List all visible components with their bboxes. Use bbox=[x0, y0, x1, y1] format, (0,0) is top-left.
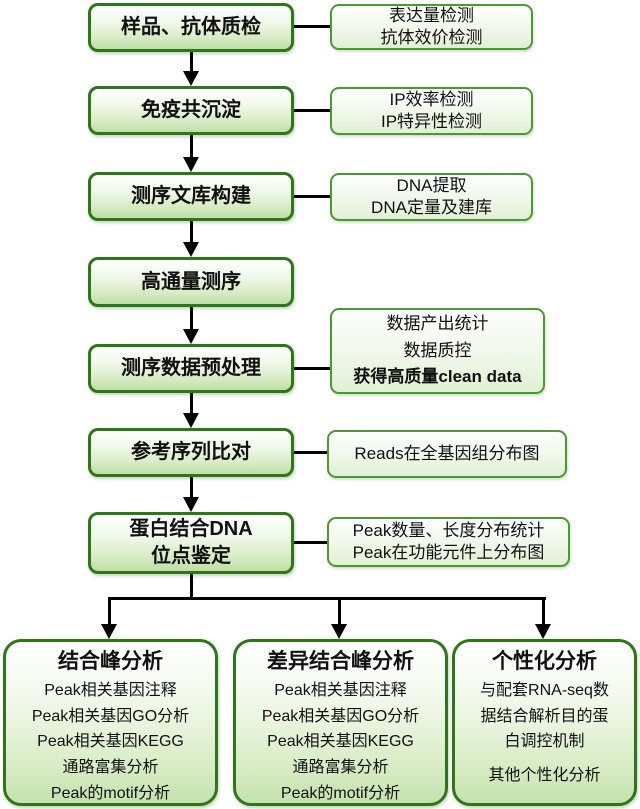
arrow-down-icon bbox=[183, 413, 199, 428]
step-binding-site-identification: 蛋白结合DNA 位点鉴定 bbox=[88, 512, 294, 574]
flow-arrow-line bbox=[190, 307, 193, 330]
note-reads-distribution: Reads在全基因组分布图 bbox=[327, 430, 567, 478]
step-label-line1: 蛋白结合DNA bbox=[129, 518, 253, 540]
note-line: DNA定量及建库 bbox=[371, 198, 492, 217]
arrow-down-icon bbox=[183, 329, 199, 344]
connector-line bbox=[294, 109, 330, 112]
branch-custom-analysis: 个性化分析 与配套RNA-seq数 据结合解析目的蛋 白调控机制 其他个性化分析 bbox=[452, 639, 637, 806]
note-line: Peak在功能元件上分布图 bbox=[352, 543, 545, 562]
arrow-down-icon bbox=[535, 624, 551, 639]
branch-title: 结合峰分析 bbox=[58, 650, 163, 673]
step-co-immunoprecipitation: 免疫共沉淀 bbox=[88, 86, 294, 135]
arrow-down-icon bbox=[183, 71, 199, 86]
step-data-preprocessing: 测序数据预处理 bbox=[88, 344, 294, 393]
branch-item: 与配套RNA-seq数 bbox=[480, 682, 609, 700]
branch-stem-line bbox=[190, 574, 193, 599]
step-label: 样品、抗体质检 bbox=[121, 16, 261, 38]
connector-line bbox=[294, 25, 330, 28]
flow-arrow-line bbox=[190, 393, 193, 414]
note-line-clean-data: 获得高质量clean data bbox=[353, 367, 522, 387]
note-line: Reads在全基因组分布图 bbox=[354, 443, 540, 463]
branch-horizontal-line bbox=[109, 597, 546, 600]
branch-item: Peak相关基因KEGG bbox=[267, 733, 414, 751]
step-high-throughput-sequencing: 高通量测序 bbox=[88, 257, 294, 307]
note-data-qc: 数据产出统计 数据质控 获得高质量clean data bbox=[330, 308, 545, 394]
flow-arrow-line bbox=[190, 135, 193, 158]
flow-arrow-line bbox=[190, 221, 193, 243]
branch-title: 差异结合峰分析 bbox=[267, 650, 414, 673]
step-label: 测序数据预处理 bbox=[121, 357, 261, 379]
branch-drop-line bbox=[338, 597, 341, 626]
connector-line bbox=[294, 195, 330, 198]
branch-item: 通路富集分析 bbox=[292, 759, 389, 777]
connector-line bbox=[294, 451, 327, 454]
step-label: 参考序列比对 bbox=[131, 441, 251, 463]
note-line: DNA提取 bbox=[396, 175, 467, 195]
step-label: 高通量测序 bbox=[141, 270, 241, 293]
connector-line bbox=[294, 541, 327, 544]
branch-item: Peak相关基因KEGG bbox=[37, 733, 184, 751]
note-line: 数据质控 bbox=[403, 340, 472, 360]
branch-drop-line bbox=[108, 597, 111, 626]
branch-item: 其他个性化分析 bbox=[488, 767, 601, 785]
step-label: 测序文库构建 bbox=[131, 185, 251, 207]
branch-item: Peak的motif分析 bbox=[280, 784, 401, 802]
note-line: 表达量检测 bbox=[389, 5, 474, 25]
step-label-line2: 位点鉴定 bbox=[151, 545, 231, 567]
branch-item: 通路富集分析 bbox=[62, 759, 159, 777]
arrow-down-icon bbox=[183, 497, 199, 512]
step-reference-alignment: 参考序列比对 bbox=[88, 428, 294, 477]
arrow-down-icon bbox=[101, 624, 117, 639]
branch-item: Peak相关基因注释 bbox=[44, 682, 177, 700]
note-line: 数据产出统计 bbox=[386, 314, 489, 334]
flow-arrow-line bbox=[190, 52, 193, 72]
step-library-construction: 测序文库构建 bbox=[88, 172, 294, 221]
branch-item: Peak相关基因GO分析 bbox=[31, 707, 190, 725]
note-line: 抗体效价检测 bbox=[380, 28, 483, 47]
note-line: IP效率检测 bbox=[389, 89, 474, 109]
note-line: IP特异性检测 bbox=[380, 112, 483, 131]
note-dna-library: DNA提取 DNA定量及建库 bbox=[330, 173, 533, 221]
branch-drop-line bbox=[542, 597, 545, 626]
branch-peak-analysis: 结合峰分析 Peak相关基因注释 Peak相关基因GO分析 Peak相关基因KE… bbox=[3, 639, 218, 806]
branch-item: Peak的motif分析 bbox=[50, 784, 171, 802]
arrow-down-icon bbox=[183, 157, 199, 172]
arrow-down-icon bbox=[183, 242, 199, 257]
step-sample-antibody-qc: 样品、抗体质检 bbox=[88, 3, 294, 52]
arrow-down-icon bbox=[331, 624, 347, 639]
note-antibody-qc: 表达量检测 抗体效价检测 bbox=[330, 4, 533, 50]
branch-differential-peak-analysis: 差异结合峰分析 Peak相关基因注释 Peak相关基因GO分析 Peak相关基因… bbox=[233, 639, 448, 806]
note-peak-statistics: Peak数量、长度分布统计 Peak在功能元件上分布图 bbox=[327, 517, 570, 567]
connector-line bbox=[294, 367, 330, 370]
note-ip-qc: IP效率检测 IP特异性检测 bbox=[330, 87, 533, 135]
note-line: Peak数量、长度分布统计 bbox=[352, 520, 545, 540]
branch-item: 白调控机制 bbox=[504, 733, 585, 751]
branch-title: 个性化分析 bbox=[492, 650, 597, 673]
branch-item: Peak相关基因注释 bbox=[274, 682, 407, 700]
step-label: 免疫共沉淀 bbox=[141, 99, 241, 121]
branch-item: Peak相关基因GO分析 bbox=[261, 707, 420, 725]
branch-item: 据结合解析目的蛋 bbox=[480, 707, 609, 725]
flow-arrow-line bbox=[190, 477, 193, 498]
